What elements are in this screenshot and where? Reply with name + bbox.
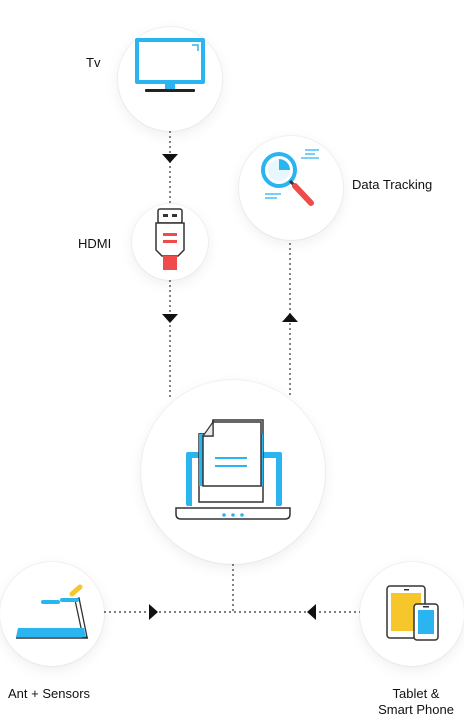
tablet-label-line1: Tablet & <box>392 686 440 701</box>
tablet-node <box>360 562 464 666</box>
data-tracking-node <box>239 136 343 240</box>
tablet-phone-icon <box>386 585 439 641</box>
arrow-down-icon <box>162 314 178 323</box>
arrow-left-icon <box>307 604 316 620</box>
ant-sensors-node <box>0 562 104 666</box>
hdmi-connector-icon <box>155 208 185 270</box>
ant-sensors-label: Ant + Sensors <box>8 686 91 701</box>
laptop-node <box>141 380 325 564</box>
tv-icon <box>135 38 205 92</box>
tablet-label-line2: Smart Phone <box>378 702 454 717</box>
treadmill-icon <box>16 584 88 639</box>
arrow-down-icon <box>162 154 178 163</box>
magnifier-chart-icon <box>261 149 319 206</box>
tv-node <box>118 27 222 131</box>
tv-label: Tv <box>86 55 101 70</box>
hdmi-label: HDMI <box>78 236 112 251</box>
arrow-up-icon <box>282 313 298 322</box>
hdmi-node <box>132 204 208 280</box>
data-tracking-label: Data Tracking <box>352 177 433 192</box>
tablet-label: Tablet & Smart Phone <box>368 686 464 718</box>
laptop-document-icon <box>175 419 291 520</box>
arrow-right-icon <box>149 604 158 620</box>
